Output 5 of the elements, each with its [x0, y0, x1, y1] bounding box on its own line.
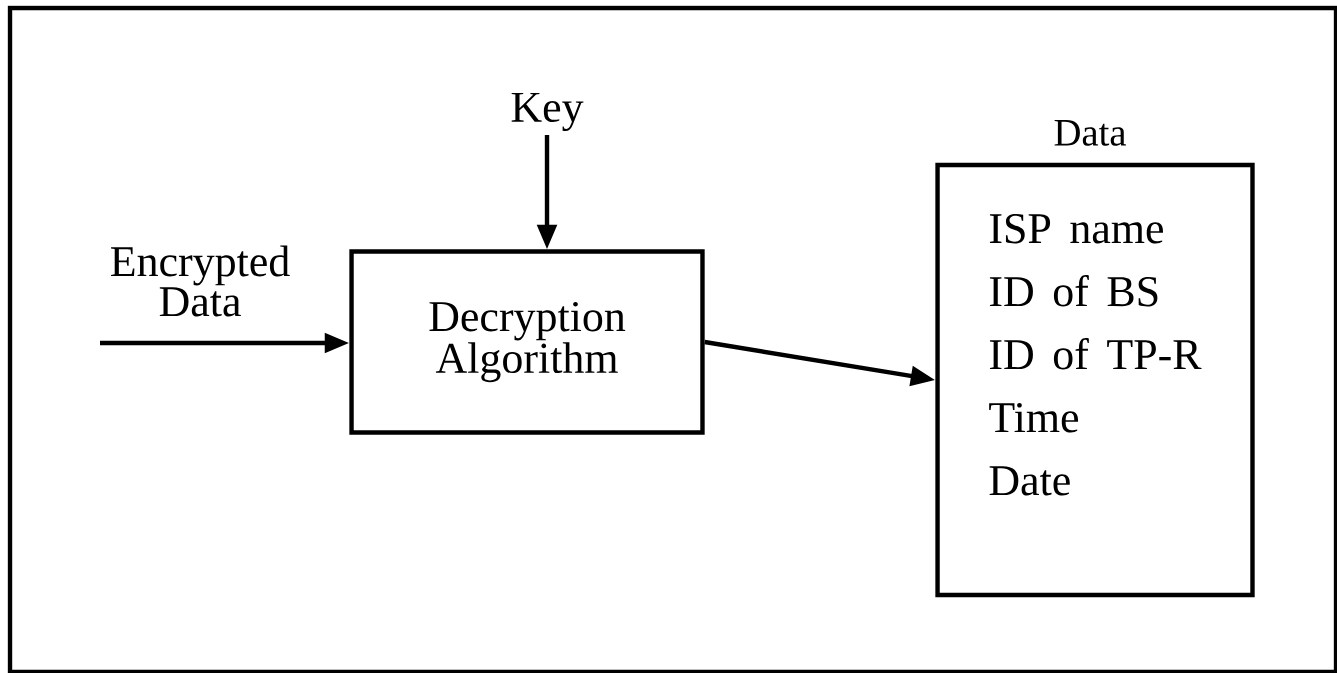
data-box: Data ISP name ID of BS ID of TP-R Time Date — [935, 120, 1255, 598]
edge-label: Encrypted Data — [88, 243, 312, 319]
process-box: Decryption Algorithm — [349, 249, 705, 435]
node-label: Data — [1054, 120, 1126, 146]
key-label: Key — [511, 92, 584, 132]
